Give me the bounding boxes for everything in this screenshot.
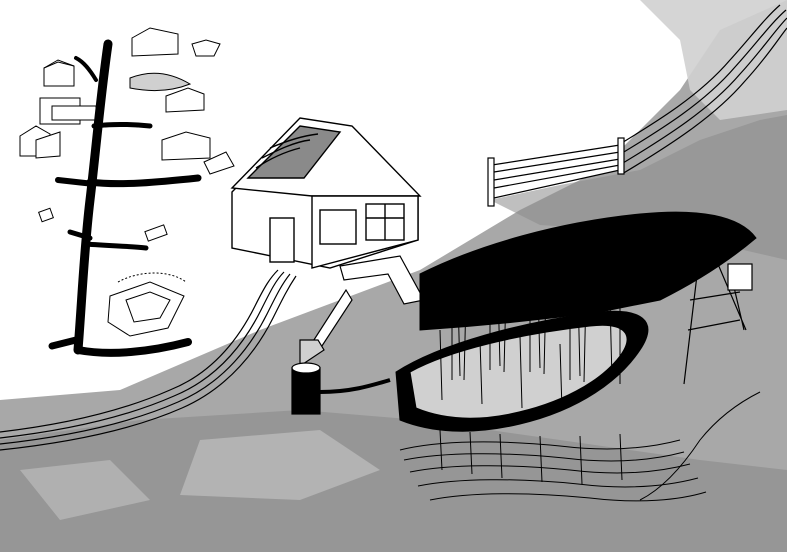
reeds-and-grasses [439, 285, 621, 411]
wooden-ladder-structure [683, 249, 753, 385]
ground-soil-layers [399, 391, 761, 502]
village-map-cluster [19, 27, 235, 337]
central-house [230, 117, 422, 269]
water-pipes-underground [0, 4, 787, 451]
black-branching-road [48, 39, 202, 357]
water-barrel [291, 362, 391, 415]
wooden-fence [487, 137, 625, 207]
downspout-pipes [299, 255, 425, 368]
